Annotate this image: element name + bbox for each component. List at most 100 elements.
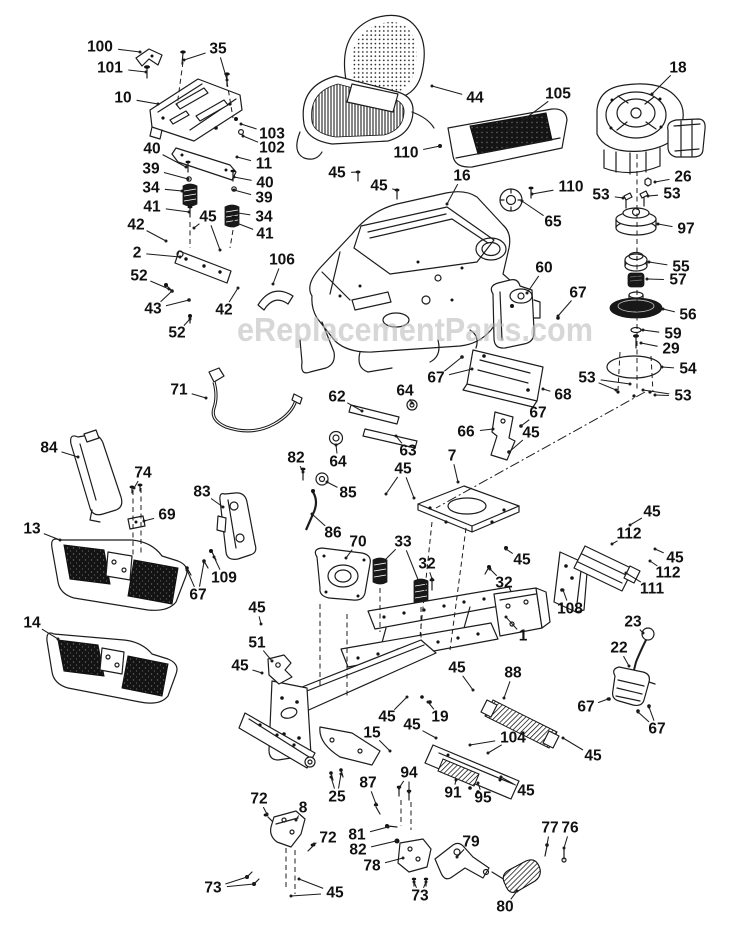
leader-line [326,481,338,488]
callout-109-64: 109 [211,570,237,587]
leader-tip [245,875,249,879]
leader-tip [180,189,184,193]
callout-67-47: 67 [529,405,546,422]
callout-45-90: 45 [378,709,396,726]
leader-tip [297,877,301,881]
leader-line [236,156,252,162]
part-14-footrest-drawing [46,632,178,704]
leader-tip [138,50,142,54]
part-51-bracket-drawing [267,654,293,685]
leader-line [623,655,630,667]
callout-100-0: 100 [87,39,113,56]
leader-line [531,189,554,195]
leader-line [462,675,474,691]
leader-tip [471,688,475,692]
leader-line [598,382,617,391]
leader-tip [241,134,245,138]
leader-tip [204,396,208,400]
callout-72-102: 72 [319,830,336,847]
callout-8-101: 8 [299,800,308,817]
part-100-hinge-bracket-drawing [135,48,163,67]
leader-line [597,698,609,704]
callout-35-3: 35 [209,41,227,58]
leader-line [647,194,659,197]
callout-106-18: 106 [269,252,295,269]
leader-tip [329,775,333,779]
callout-39-12: 39 [255,190,273,207]
assembly-guide-lines [132,61,654,894]
leader-line [384,857,404,864]
callout-67-44: 67 [427,370,444,387]
leader-line [330,776,336,789]
callout-34-8: 34 [142,180,160,197]
leader-tip [144,70,148,74]
leader-tip [486,751,490,755]
leader-line [225,876,248,885]
leader-tip [628,523,632,527]
leader-line [427,701,435,710]
leader-tip [312,842,316,846]
callout-91-95: 91 [444,785,462,802]
leader-tip [628,382,632,386]
callout-64-55: 64 [329,454,347,471]
callout-1-83: 1 [519,628,528,645]
callout-53-31: 53 [592,187,610,204]
leader-tip [647,260,651,264]
part-16-chassis-cover-drawing [299,170,516,374]
leader-line [118,48,141,53]
part-64-grommets-drawing [328,399,418,446]
leader-tip [184,165,188,169]
callout-25-98: 25 [328,789,346,806]
leader-tip [236,211,240,215]
part-13-footrest-drawing [51,538,188,611]
leader-tip [434,736,438,740]
callout-110-28: 110 [558,179,583,196]
leader-tip [178,255,182,259]
leader-tip [382,559,386,563]
leader-line [369,826,389,833]
part-26-nut-drawing [644,177,652,187]
leader-line [143,517,155,522]
callout-41-9: 41 [143,199,161,216]
part-78-bracket-drawing [397,838,432,873]
leader-line [385,476,399,495]
leader-tip [218,248,222,252]
leader-line [226,883,255,888]
leader-tip [235,155,239,159]
leader-tip [386,825,390,829]
callout-84-59: 84 [40,440,58,457]
callout-112-77: 112 [616,526,641,543]
leader-tip [260,671,264,675]
callout-81-103: 81 [348,827,366,844]
leader-tip [170,289,174,293]
leader-line [393,696,408,711]
leader-line [61,451,79,458]
leader-line [629,517,643,526]
leader-line [662,308,676,313]
leader-line [456,849,465,858]
leader-line [654,548,664,554]
callout-62-54: 62 [328,389,345,406]
leader-line [136,99,159,105]
leader-tip [156,102,160,106]
leader-tip [187,298,191,302]
callout-7-51: 7 [448,448,457,465]
part-70-seat-bracket-drawing [314,547,371,601]
leader-tip [641,388,645,392]
callout-15-93: 15 [363,725,381,742]
leader-tip [491,427,495,431]
leader-tip [236,286,240,290]
leader-tip [624,571,628,575]
leader-tip [384,492,388,496]
callout-40-11: 40 [256,175,273,192]
leader-line [640,342,658,347]
leader-line [503,681,511,699]
leader-tip [212,555,216,559]
leader-tip [641,328,645,332]
leader-line [505,616,518,630]
callout-45-49: 45 [522,425,540,442]
leader-line [150,280,170,290]
